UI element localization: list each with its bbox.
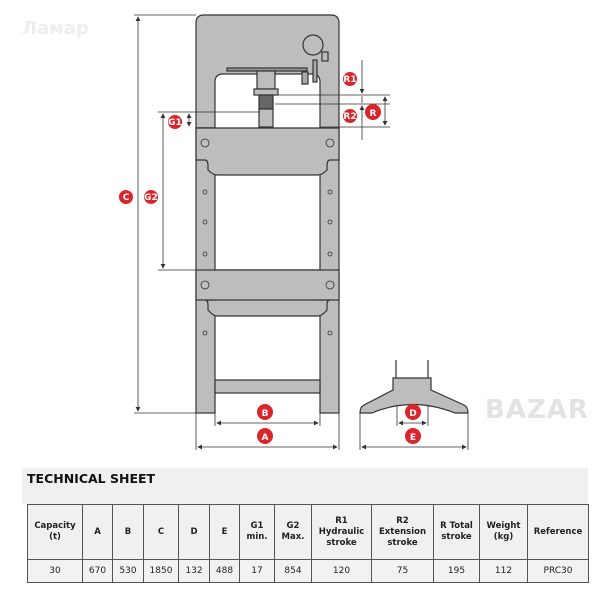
table-cell: 488 — [209, 559, 240, 583]
label-b: B — [257, 404, 273, 420]
svg-text:D: D — [409, 409, 416, 419]
table-cell: 75 — [371, 559, 434, 583]
watermark: Ламар — [22, 18, 89, 39]
table-cell: 670 — [82, 559, 113, 583]
header-cell: Weight (kg) — [479, 504, 528, 560]
header-cell: Capacity (t) — [27, 504, 83, 560]
svg-text:R2: R2 — [343, 112, 356, 122]
table-cell: 132 — [178, 559, 210, 583]
table-cell: 1850 — [143, 559, 179, 583]
watermark-bottom: BAZAR — [485, 395, 589, 425]
header-cell: E — [209, 504, 240, 560]
label-c: C — [119, 190, 133, 204]
svg-text:R1: R1 — [343, 75, 356, 85]
table-cell: 17 — [239, 559, 275, 583]
label-d: D — [405, 404, 421, 420]
table-cell: 30 — [27, 559, 83, 583]
table-cell: 195 — [433, 559, 480, 583]
table-cell: 112 — [479, 559, 528, 583]
table-cell: 120 — [311, 559, 372, 583]
label-e: E — [405, 428, 421, 444]
svg-text:G2: G2 — [144, 193, 158, 203]
label-g1: G1 — [168, 115, 182, 129]
header-cell: R2 Extension stroke — [371, 504, 434, 560]
table-cell: PRC30 — [527, 559, 589, 583]
label-r1: R1 — [343, 72, 357, 86]
table-header-row: Capacity (t) A B C D E G1 min. G2 Max. R… — [27, 504, 589, 560]
table-cell: 854 — [274, 559, 312, 583]
header-cell: A — [82, 504, 113, 560]
label-r: R — [365, 104, 381, 120]
press-frame — [195, 14, 340, 414]
label-a: A — [257, 428, 273, 444]
svg-text:A: A — [262, 433, 269, 443]
header-cell: Reference — [527, 504, 589, 560]
frame-holes — [200, 138, 335, 336]
press-diagram: C G2 G1 R1 R2 R B A D E — [119, 14, 469, 450]
label-r2: R2 — [343, 109, 357, 123]
svg-text:E: E — [410, 433, 416, 443]
table-row: 30 670 530 1850 132 488 17 854 120 75 19… — [27, 559, 589, 583]
svg-text:R: R — [370, 109, 377, 119]
dimension-labels: C G2 G1 R1 R2 R B A D E — [119, 72, 421, 444]
header-cell: C — [143, 504, 179, 560]
svg-text:C: C — [123, 193, 130, 203]
table-cell: 530 — [112, 559, 144, 583]
header-cell: R Total stroke — [433, 504, 480, 560]
technical-sheet-title: TECHNICAL SHEET — [27, 471, 156, 486]
technical-sheet-band — [22, 468, 588, 504]
technical-sheet-table: Capacity (t) A B C D E G1 min. G2 Max. R… — [27, 504, 589, 583]
svg-text:B: B — [262, 409, 269, 419]
foot-side-view — [359, 360, 469, 414]
header-cell: G1 min. — [239, 504, 275, 560]
header-cell: R1 Hydraulic stroke — [311, 504, 372, 560]
header-cell: D — [178, 504, 210, 560]
svg-text:G1: G1 — [168, 118, 182, 128]
dimension-lines — [134, 14, 469, 450]
header-cell: G2 Max. — [274, 504, 312, 560]
header-cell: B — [112, 504, 144, 560]
label-g2: G2 — [144, 190, 158, 204]
